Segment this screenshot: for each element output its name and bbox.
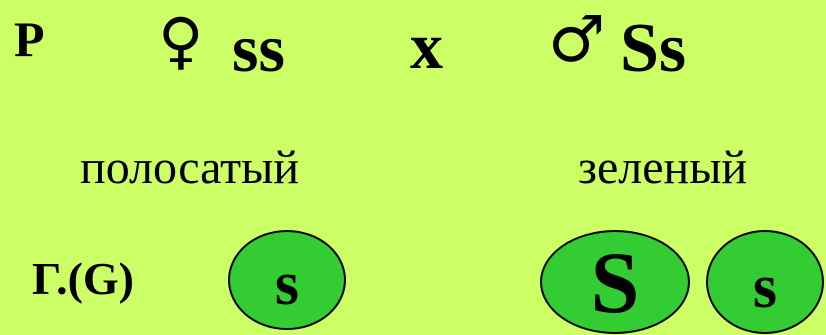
male-gamete-1: S — [540, 230, 690, 334]
parents-label: P — [14, 11, 45, 67]
male-genotype: Ss — [620, 10, 687, 87]
female-symbol-icon: ♀ — [158, 4, 204, 77]
female-gamete-1: s — [228, 230, 346, 330]
male-gamete-2-allele: s — [752, 253, 778, 321]
gametes-label: Г.(G) — [32, 253, 134, 304]
male-gamete-2: s — [706, 230, 824, 334]
female-genotype: ss — [232, 10, 285, 86]
male-symbol-icon: ♂ — [548, 3, 606, 77]
cross-sign: x — [410, 10, 443, 83]
female-gamete-1-allele: s — [274, 250, 300, 318]
male-phenotype: зеленый — [578, 141, 748, 194]
male-gamete-1-allele: S — [590, 235, 640, 332]
female-phenotype: полосатый — [80, 141, 300, 194]
